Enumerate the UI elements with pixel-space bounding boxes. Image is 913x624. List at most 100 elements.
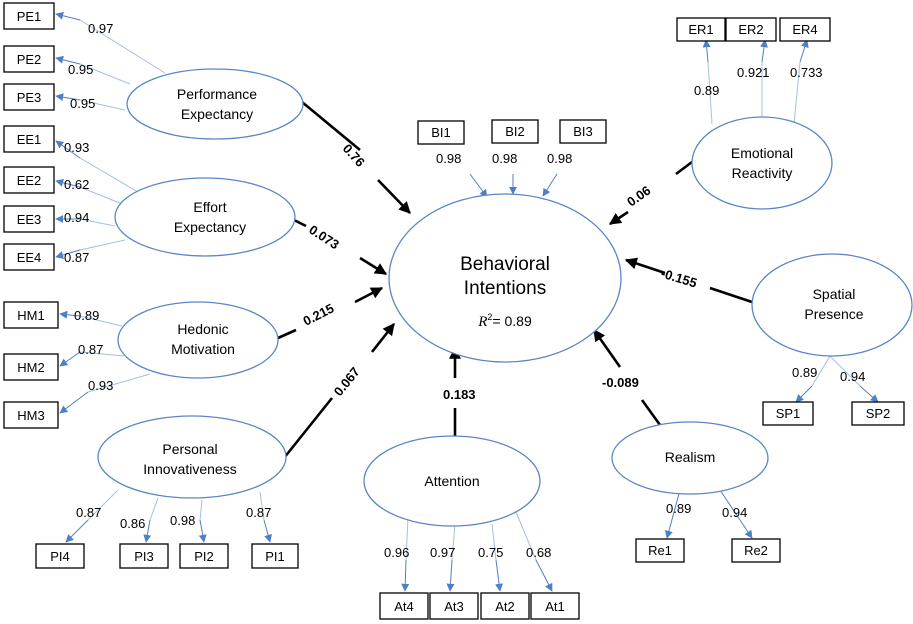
indicator-label-ee2: EE2 bbox=[17, 173, 42, 188]
construct-labels: Performance Expectancy Effort Expectancy… bbox=[143, 86, 863, 489]
indicator-box-at4 bbox=[379, 592, 429, 620]
indicator-label-sp1: SP1 bbox=[776, 406, 801, 421]
indicator-box-ee1 bbox=[3, 125, 55, 153]
path-ee-bi bbox=[293, 218, 307, 228]
loading-hm3: 0.93 bbox=[88, 378, 113, 393]
indicator-box-ee2 bbox=[3, 166, 55, 194]
indicator-label-at4: At4 bbox=[394, 599, 414, 614]
loading-er2: 0.921 bbox=[737, 65, 770, 80]
indicator-box-er2 bbox=[725, 17, 777, 42]
indicator-box-bi1 bbox=[417, 120, 465, 145]
loading-ee1: 0.93 bbox=[64, 140, 89, 155]
indicator-box-bi2 bbox=[491, 119, 539, 144]
personal-innovativeness-construct bbox=[97, 415, 287, 499]
coef-re-bi: -0.089 bbox=[602, 375, 639, 390]
pe-label-line1: Performance bbox=[177, 86, 257, 102]
loading-bi3: 0.98 bbox=[547, 151, 572, 166]
path-re-bi-arrow bbox=[592, 329, 622, 368]
coef-pi-bi: 0.067 bbox=[331, 364, 363, 399]
indicator-label-ee3: EE3 bbox=[17, 212, 42, 227]
indicator-label-hm3: HM3 bbox=[17, 408, 44, 423]
indicator-box-hm1 bbox=[3, 301, 59, 329]
indicator-label-ee4: EE4 bbox=[17, 250, 42, 265]
structural-paths bbox=[277, 100, 753, 459]
indicator-box-pe2 bbox=[3, 45, 55, 73]
indicator-label-pe2: PE2 bbox=[17, 52, 42, 67]
indicator-label-hm1: HM1 bbox=[17, 308, 44, 323]
constructs bbox=[97, 68, 913, 527]
path-pi-bi-arrow bbox=[370, 323, 396, 353]
indicator-boxes: PE1 PE2 PE3 EE1 EE2 EE3 EE4 HM1 HM2 HM3 … bbox=[3, 2, 905, 620]
ee-label-line1: Effort bbox=[193, 199, 226, 215]
indicator-label-at3: At3 bbox=[444, 599, 464, 614]
loading-hm2: 0.87 bbox=[78, 342, 103, 357]
sp-label-line2: Presence bbox=[804, 306, 863, 322]
indicator-box-er1 bbox=[676, 17, 726, 42]
indicator-label-pi1: PI1 bbox=[265, 549, 285, 564]
loading-sp1: 0.89 bbox=[792, 365, 817, 380]
bi-label-line1: Behavioral bbox=[460, 254, 550, 275]
indicator-box-pi2 bbox=[179, 543, 229, 569]
bi-label-line2: Intentions bbox=[464, 278, 546, 299]
loading-values: 0.97 0.95 0.95 0.93 0.62 0.94 0.87 0.89 … bbox=[64, 21, 865, 560]
indicator-box-re2 bbox=[731, 538, 781, 563]
indicator-label-er4: ER4 bbox=[792, 22, 817, 37]
spatial-presence-construct bbox=[751, 253, 913, 357]
indicator-label-pe1: PE1 bbox=[17, 9, 42, 24]
indicator-label-bi2: BI2 bbox=[505, 124, 525, 139]
path-er-bi-arrow bbox=[609, 210, 629, 226]
coef-pe-bi: 0.76 bbox=[340, 141, 368, 170]
coef-at-bi: 0.183 bbox=[443, 387, 476, 402]
pi-label-line2: Innovativeness bbox=[143, 461, 236, 477]
indicator-box-sp1 bbox=[762, 401, 814, 426]
indicator-box-at1 bbox=[530, 592, 580, 620]
loading-hm1: 0.89 bbox=[74, 308, 99, 323]
loading-pi2: 0.98 bbox=[170, 513, 195, 528]
path-pe-bi-arrow bbox=[377, 179, 411, 214]
loading-pe1: 0.97 bbox=[88, 21, 113, 36]
indicator-label-pe3: PE3 bbox=[17, 90, 42, 105]
indicator-box-pe1 bbox=[3, 2, 55, 30]
path-hm-bi bbox=[277, 328, 297, 340]
sp-label-line1: Spatial bbox=[813, 286, 856, 302]
indicator-label-pi4: PI4 bbox=[50, 549, 70, 564]
indicator-box-pi1 bbox=[251, 543, 299, 569]
loading-ee4: 0.87 bbox=[64, 250, 89, 265]
loading-at3: 0.97 bbox=[430, 545, 455, 560]
loading-ee3: 0.94 bbox=[64, 210, 89, 225]
indicator-box-re1 bbox=[635, 538, 685, 563]
indicator-box-sp2 bbox=[851, 401, 905, 426]
er-label-line1: Emotional bbox=[731, 145, 793, 161]
loading-bi1: 0.98 bbox=[436, 151, 461, 166]
coef-hm-bi: 0.215 bbox=[301, 301, 337, 329]
indicator-label-bi1: BI1 bbox=[431, 125, 451, 140]
bi-r-squared: R2= 0.89 bbox=[477, 312, 532, 330]
effort-expectancy-construct bbox=[114, 177, 296, 257]
loading-re2: 0.94 bbox=[722, 505, 747, 520]
indicator-box-pe3 bbox=[3, 83, 55, 111]
indicator-box-ee3 bbox=[3, 205, 55, 233]
indicator-label-at2: At2 bbox=[495, 599, 515, 614]
pi-label-line1: Personal bbox=[162, 441, 217, 457]
realism-construct bbox=[611, 421, 769, 495]
indicator-label-at1: At1 bbox=[545, 599, 565, 614]
coef-er-bi: 0.06 bbox=[624, 183, 653, 210]
loading-pi4: 0.87 bbox=[76, 505, 101, 520]
pe-label-line2: Expectancy bbox=[181, 106, 253, 122]
indicator-label-sp2: SP2 bbox=[866, 406, 891, 421]
loading-er1: 0.89 bbox=[694, 83, 719, 98]
path-sp-bi-arrow bbox=[624, 257, 666, 275]
hedonic-motivation-construct bbox=[117, 301, 279, 379]
loading-at4: 0.96 bbox=[384, 545, 409, 560]
loading-at2: 0.75 bbox=[478, 545, 503, 560]
indicator-box-bi3 bbox=[559, 119, 607, 144]
path-pe-bi bbox=[301, 100, 361, 152]
path-ee-bi-arrow bbox=[359, 256, 388, 276]
path-re-bi bbox=[640, 399, 662, 426]
path-er-bi bbox=[675, 160, 693, 176]
indicator-label-pi2: PI2 bbox=[194, 549, 214, 564]
loading-re1: 0.89 bbox=[666, 501, 691, 516]
indicator-label-er1: ER1 bbox=[688, 22, 713, 37]
indicator-box-at3 bbox=[429, 592, 479, 620]
